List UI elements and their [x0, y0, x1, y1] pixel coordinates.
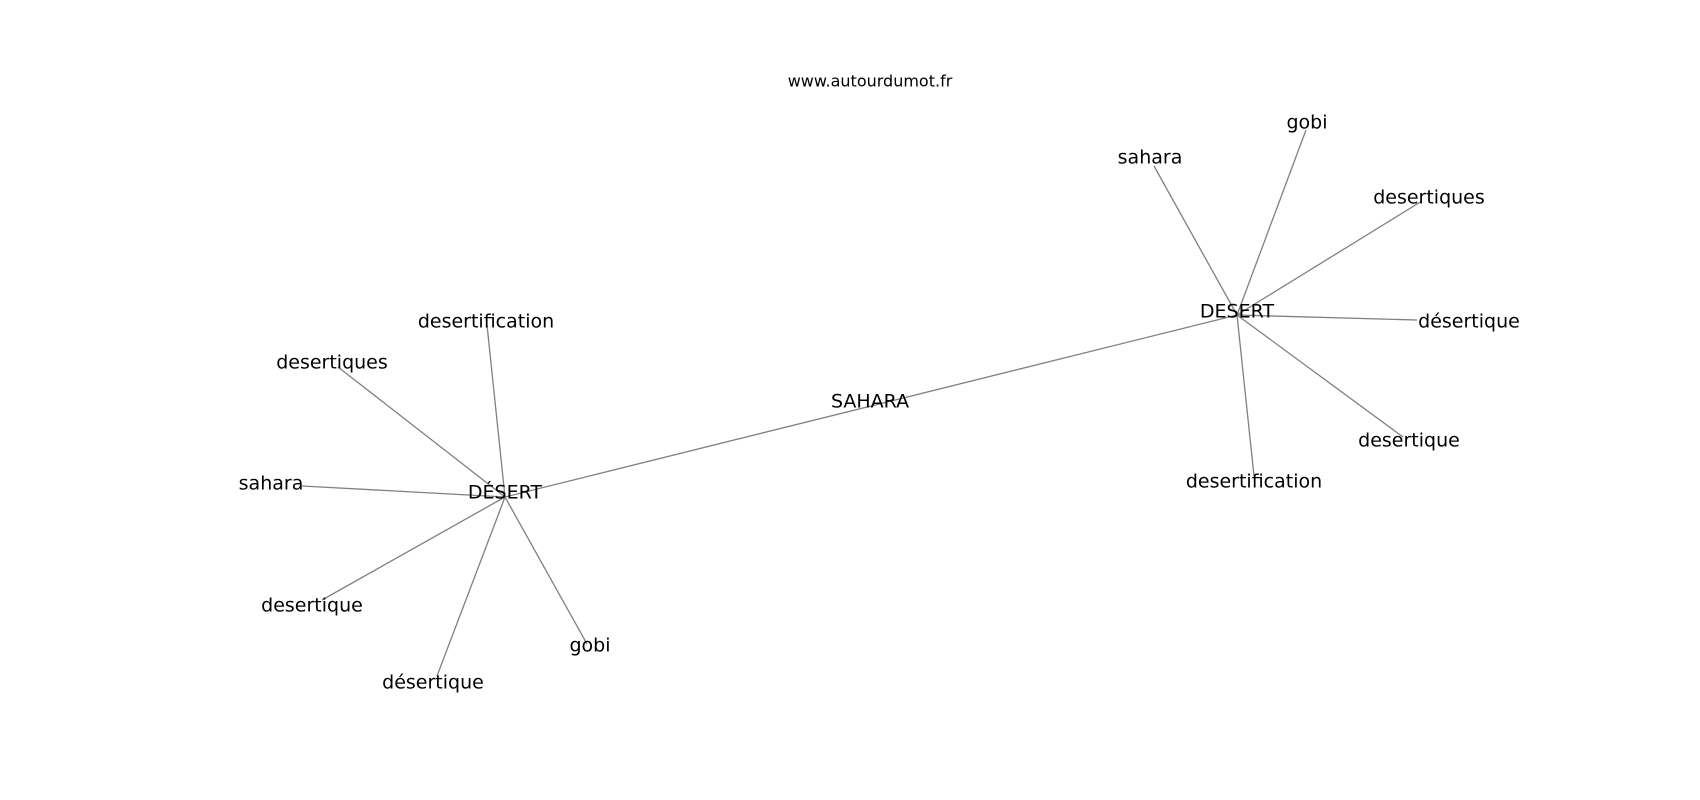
node-label-desert-left: DÉSERT	[468, 481, 543, 504]
graph-edges	[301, 129, 1423, 677]
edge-desert_left-desert_right	[504, 314, 1238, 498]
node-label-l-sahara: sahara	[239, 473, 304, 495]
edge-desert_left-l_sahara	[301, 485, 506, 498]
node-label-desert-right: DESERT	[1200, 301, 1275, 323]
node-label-sahara-center: SAHARA	[831, 391, 909, 413]
graph-node-labels: SAHARA DÉSERT DESERT desertification deserti…	[239, 112, 1520, 694]
node-label-l-desertiques: desertiques	[276, 352, 388, 374]
edge-desert_right-r_desertique	[1236, 314, 1404, 438]
watermark: www.autourdumot.fr	[788, 72, 953, 91]
node-label-l-desertique-acc: désertique	[382, 672, 484, 694]
node-label-r-sahara: sahara	[1118, 147, 1183, 169]
edge-desert_left-l_desertification	[486, 324, 506, 498]
node-label-r-gobi: gobi	[1286, 112, 1327, 134]
edge-desert_right-r_gobi	[1236, 129, 1307, 316]
edge-desert_right-r_desertique_acc	[1236, 314, 1418, 321]
node-label-r-desertification: desertification	[1186, 471, 1322, 493]
node-label-r-desertique-acc: désertique	[1418, 311, 1520, 333]
node-label-r-desertiques: desertiques	[1373, 187, 1485, 209]
edge-desert_left-l_desertiques	[337, 366, 506, 498]
edge-desert_left-l_desertique	[321, 496, 506, 601]
edge-desert_left-l_desertique_acc	[436, 496, 506, 677]
edge-desert_right-r_desertification	[1236, 314, 1255, 477]
node-label-r-desertique: desertique	[1358, 430, 1460, 452]
edge-desert_left-l_gobi	[504, 496, 588, 645]
node-label-l-desertique: desertique	[261, 595, 363, 617]
edge-desert_right-r_sahara	[1153, 165, 1238, 316]
node-label-l-desertification: desertification	[418, 311, 554, 333]
node-label-l-gobi: gobi	[569, 635, 610, 657]
edge-desert_right-r_desertiques	[1236, 200, 1423, 316]
